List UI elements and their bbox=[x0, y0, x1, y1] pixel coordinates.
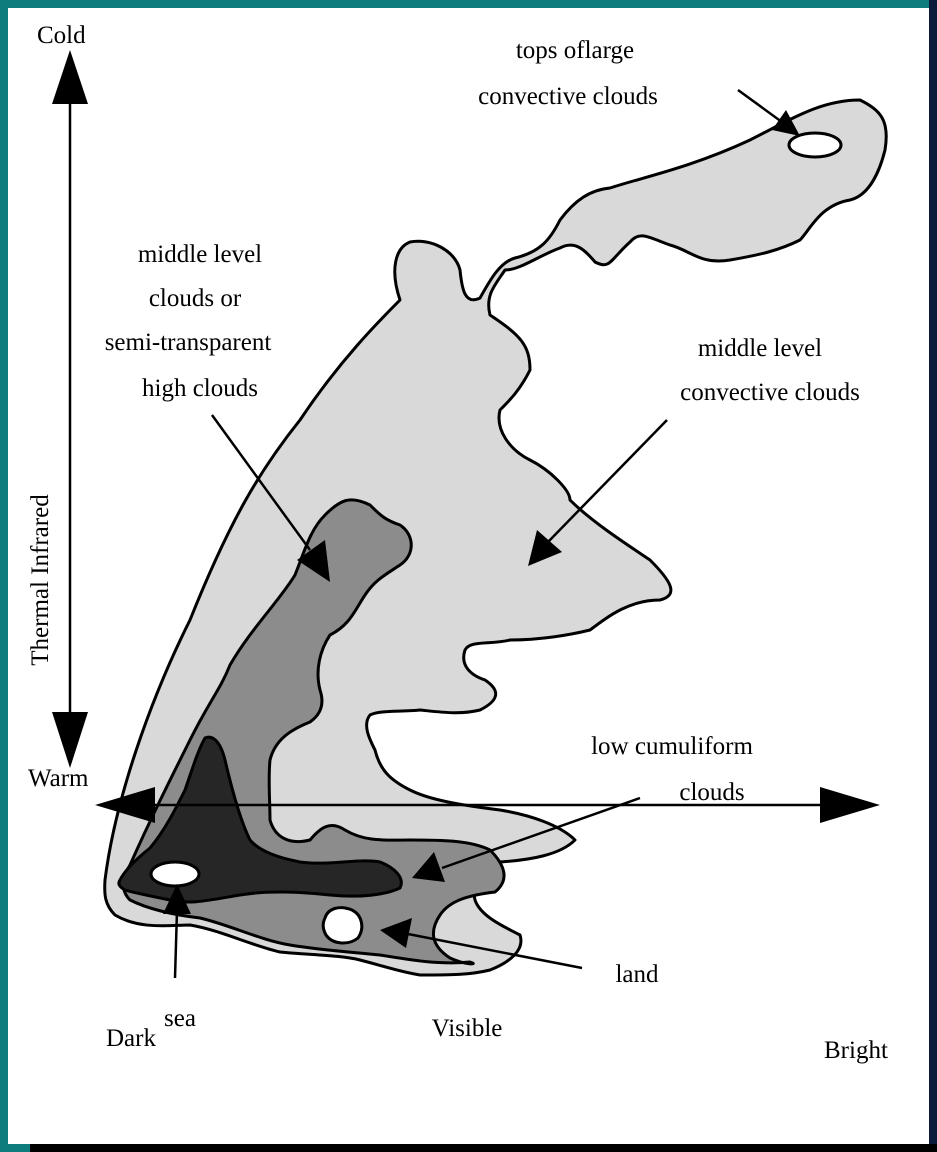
low-cumuliform-label-line2: clouds bbox=[679, 779, 744, 806]
land-label: land bbox=[615, 961, 659, 988]
convective-tops-region bbox=[789, 133, 841, 157]
tops-arrow-line bbox=[738, 90, 786, 125]
mid-convective-label-line1: middle level bbox=[698, 335, 822, 362]
cold-label: Cold bbox=[37, 22, 86, 49]
visible-title: Visible bbox=[432, 1015, 503, 1042]
semitransparent-label-line1: middle level bbox=[138, 241, 262, 268]
warm-label: Warm bbox=[28, 765, 89, 792]
horizontal-axis-right-arrowhead bbox=[820, 787, 880, 823]
semitransparent-label-line3: semi-transparent bbox=[105, 329, 272, 356]
tops-label-line1: tops oflarge bbox=[516, 37, 634, 64]
mid-convective-arrow-line bbox=[548, 420, 667, 542]
mid-convective-label-line2: convective clouds bbox=[680, 379, 860, 406]
sea-label: sea bbox=[164, 1005, 196, 1032]
land-region bbox=[323, 908, 362, 943]
semitransparent-label-line4: high clouds bbox=[142, 375, 258, 402]
vertical-axis-up-arrowhead bbox=[52, 50, 88, 104]
tops-label-line2: convective clouds bbox=[478, 83, 658, 110]
thermal-infrared-title: Thermal Infrared bbox=[27, 494, 54, 666]
bright-label: Bright bbox=[824, 1037, 888, 1064]
semitransparent-label-line2: clouds or bbox=[149, 285, 242, 312]
low-cumuliform-label-line1: low cumuliform bbox=[591, 733, 753, 760]
sea-region bbox=[151, 862, 199, 886]
vertical-axis-down-arrowhead bbox=[52, 712, 88, 768]
dark-label: Dark bbox=[106, 1025, 156, 1052]
